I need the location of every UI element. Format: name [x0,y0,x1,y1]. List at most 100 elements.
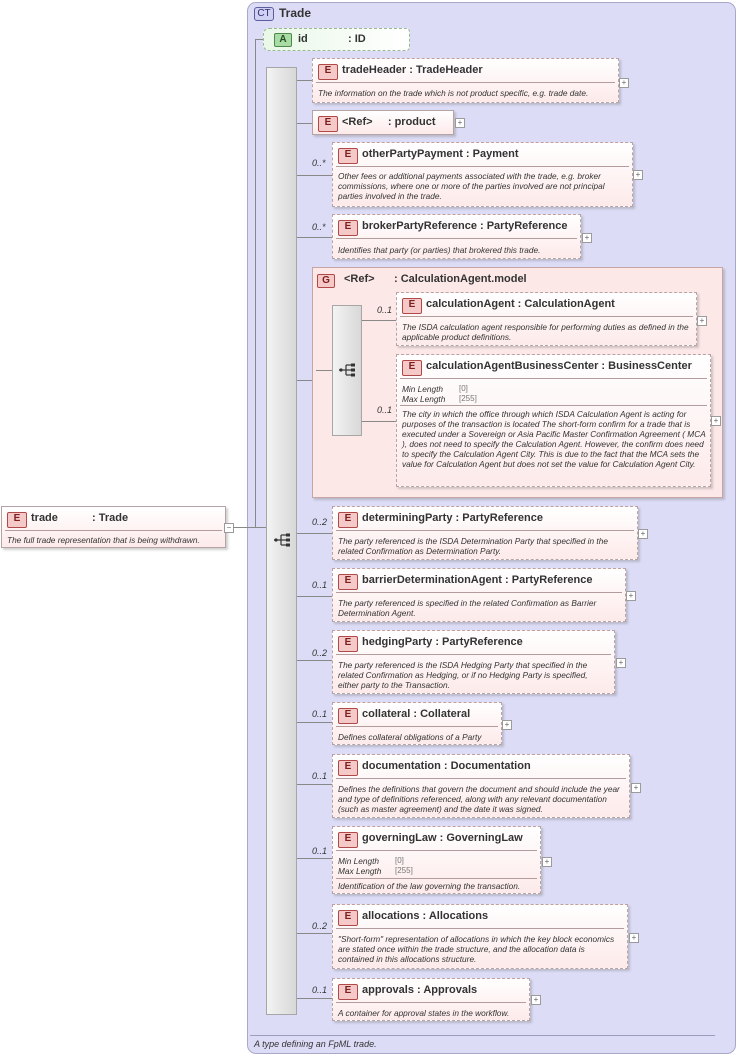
element-doc: The ISDA calculation agent responsible f… [402,322,689,342]
complex-type-badge: CT [254,7,274,21]
multiplicity: 0..1 [312,846,328,856]
multiplicity: 0..1 [312,709,328,719]
element-title: <Ref> : product [342,116,436,128]
multiplicity: 0..1 [377,305,393,315]
facet-value: [255] [395,866,413,875]
element-hedging-party[interactable]: E hedgingParty : PartyReference The part… [332,630,615,694]
expand-icon[interactable]: + [619,78,629,88]
expand-icon[interactable]: + [697,316,707,326]
attribute-id[interactable] [263,28,410,51]
element-doc: The party referenced is the ISDA Determi… [338,536,608,556]
branch-line [297,858,332,859]
element-doc: Identification of the law governing the … [338,881,521,891]
facet-label: Max Length [402,394,446,404]
group-type: : CalculationAgent.model [394,273,527,285]
element-doc: The party referenced is specified in the… [338,598,597,618]
element-badge: E [338,832,358,848]
root-element-doc: The full trade representation that is be… [7,535,200,545]
element-divider [336,238,577,239]
element-doc: A container for approval states in the w… [338,1008,510,1018]
element-title: governingLaw : GoverningLaw [362,832,523,844]
expand-icon[interactable]: + [531,995,541,1005]
element-badge: E [318,116,338,132]
expand-icon[interactable]: + [616,658,626,668]
multiplicity: 0..2 [312,648,328,658]
root-connector [233,527,255,528]
branch-line [297,933,332,934]
element-title: calculationAgent : CalculationAgent [426,298,615,310]
multiplicity: 0..* [312,222,326,232]
element-governing-law[interactable]: E governingLaw : GoverningLaw Min Length… [332,826,541,894]
element-badge: E [338,984,358,1000]
group-ref: <Ref> [344,273,375,285]
element-doc: The party referenced is the ISDA Hedging… [338,660,588,690]
element-barrier-determination-agent[interactable]: E barrierDeterminationAgent : PartyRefer… [332,568,626,622]
element-doc: Identifies that party (or parties) that … [338,245,541,255]
element-badge: E [338,910,358,926]
element-badge: E [402,298,422,314]
element-divider [336,166,629,167]
expand-icon[interactable]: + [542,857,552,867]
element-collateral[interactable]: E collateral : Collateral Defines collat… [332,702,502,745]
expand-icon[interactable]: + [629,933,639,943]
element-divider [336,726,498,727]
branch-line [297,784,332,785]
expand-icon[interactable]: + [633,170,643,180]
element-product-ref[interactable]: E <Ref> : product [312,110,454,135]
element-divider [336,778,626,779]
element-other-party-payment[interactable]: E otherPartyPayment : Payment Other fees… [332,142,633,207]
root-element-divider [5,530,222,531]
facet-label: Max Length [338,866,382,876]
element-title: calculationAgentBusinessCenter : Busines… [426,360,692,372]
element-badge: E [402,360,422,376]
element-badge: E [338,760,358,776]
element-calculation-agent-business-center[interactable]: E calculationAgentBusinessCenter : Busin… [396,354,711,487]
element-broker-party-reference[interactable]: E brokerPartyReference : PartyReference … [332,214,581,259]
multiplicity: 0..1 [312,771,328,781]
element-title: allocations : Allocations [362,910,489,922]
expand-icon[interactable]: + [631,783,641,793]
facet-value: [0] [459,384,468,393]
element-doc: The information on the trade which is no… [318,88,589,98]
root-element-trade[interactable]: E trade : Trade The full trade represent… [1,506,226,548]
element-divider [400,316,693,317]
element-doc: The city in which the office through whi… [402,409,706,469]
root-to-sequence-connector [255,527,267,528]
facet-value: [255] [459,394,477,403]
branch-line [297,237,332,238]
element-divider [336,928,624,929]
complex-type-doc: A type defining an FpML trade. [254,1039,377,1049]
branch-line [297,722,332,723]
element-divider [336,530,634,531]
group-badge: G [317,274,335,288]
element-trade-header[interactable]: E tradeHeader : TradeHeader The informat… [312,58,619,103]
element-doc: Defines the definitions that govern the … [338,784,620,814]
element-badge: E [338,512,358,528]
element-determining-party[interactable]: E determiningParty : PartyReference The … [332,506,638,560]
element-badge: E [338,636,358,652]
group-branch-line [362,320,397,321]
collapse-icon[interactable]: − [224,523,234,533]
multiplicity: 0..1 [312,580,328,590]
element-approvals[interactable]: E approvals : Approvals A container for … [332,978,530,1021]
expand-icon[interactable]: + [582,233,592,243]
element-calculation-agent[interactable]: E calculationAgent : CalculationAgent Th… [396,292,697,346]
expand-icon[interactable]: + [711,416,721,426]
expand-icon[interactable]: + [502,720,512,730]
multiplicity: 0..1 [312,985,328,995]
element-documentation[interactable]: E documentation : Documentation Defines … [332,754,630,818]
expand-icon[interactable]: + [638,529,648,539]
expand-icon[interactable]: + [626,591,636,601]
element-badge: E [318,64,338,80]
element-title: otherPartyPayment : Payment [362,148,519,160]
branch-line [297,175,332,176]
element-doc: "Short-form" representation of allocatio… [338,934,615,964]
element-divider [336,592,622,593]
branch-line [297,660,332,661]
multiplicity: 0..2 [312,921,328,931]
element-badge: E [338,220,358,236]
element-doc: Other fees or additional payments associ… [338,171,605,201]
expand-icon[interactable]: + [455,118,465,128]
element-allocations[interactable]: E allocations : Allocations "Short-form"… [332,904,628,969]
group-branch-line [362,421,397,422]
